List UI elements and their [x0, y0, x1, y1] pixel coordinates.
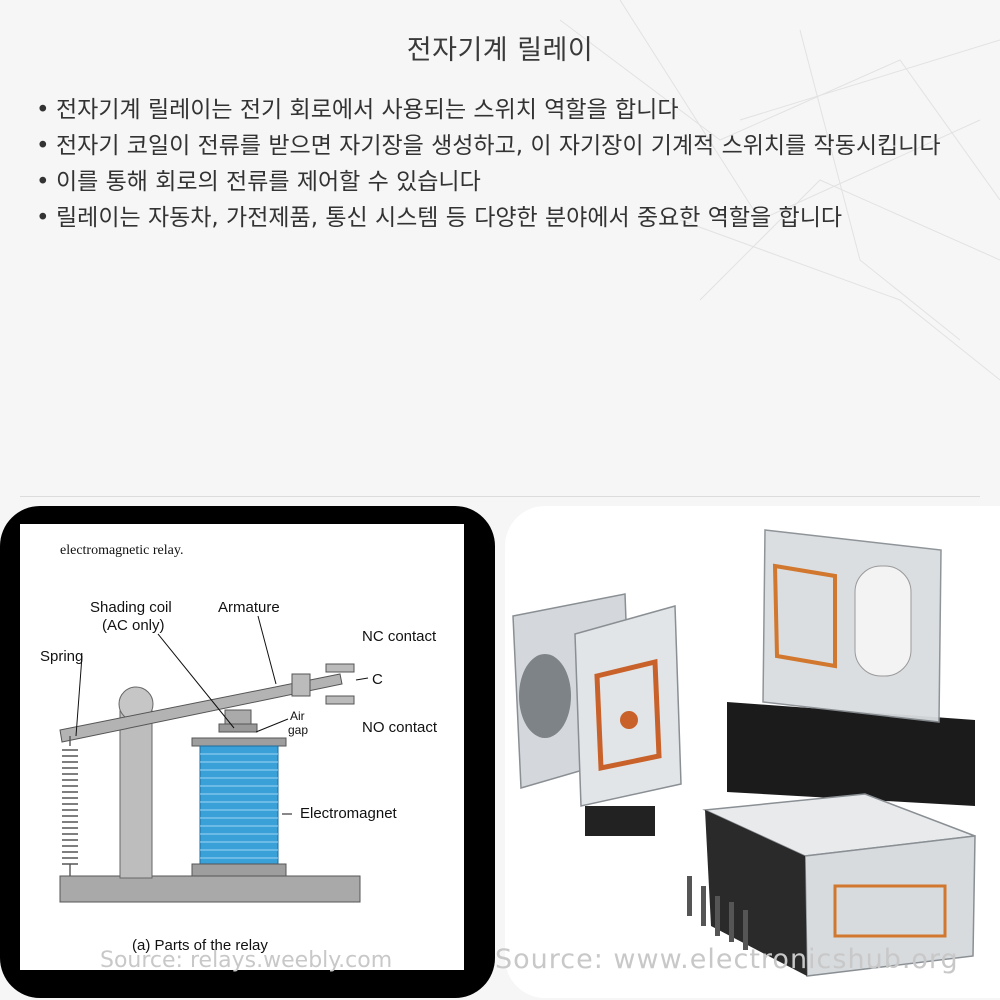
coil-top-flange [191, 737, 287, 747]
label-no-contact: NO contact [362, 719, 438, 736]
bullet-item: •전자기계 릴레이는 전기 회로에서 사용되는 스위치 역할을 합니다 [30, 96, 950, 124]
electromagnet-coil [199, 745, 279, 865]
page-title: 전자기계 릴레이 [406, 35, 594, 66]
label-spring: Spring [40, 648, 83, 665]
no-contact-plate [325, 695, 355, 705]
bullet-text: 전자기 코일이 전류를 받으면 자기장을 생성하고, 이 자기장이 기계적 스위… [56, 133, 941, 159]
relay-photo-svg [512, 529, 976, 977]
diagram-header: electromagnetic relay. [60, 543, 183, 558]
relay-left-pins [585, 806, 655, 836]
relay-base [59, 875, 361, 903]
leader-lines [75, 615, 369, 815]
nc-contact-plate [325, 663, 355, 673]
bullet-item: •릴레이는 자동차, 가전제품, 통신 시스템 등 다양한 분야에서 중요한 역… [30, 204, 950, 232]
relay-left-terminal [620, 711, 638, 729]
relay-photo-panel [505, 506, 1000, 998]
bullet-text: 전자기계 릴레이는 전기 회로에서 사용되는 스위치 역할을 합니다 [56, 97, 679, 123]
bullet-dot: • [36, 133, 50, 159]
relay-left-coil [519, 654, 571, 738]
armature-collar [291, 673, 311, 697]
diagram-caption: (a) Parts of the relay [132, 937, 268, 954]
relay-front [804, 835, 976, 977]
bullet-item: •이를 통해 회로의 전류를 제어할 수 있습니다 [30, 168, 950, 196]
label-c: C [372, 671, 383, 688]
relay-back-contacts [772, 563, 837, 669]
relay-diagram-canvas: electromagnetic relay. [20, 524, 464, 970]
shading-coil-ring [218, 723, 258, 733]
label-armature: Armature [218, 599, 280, 616]
coil-bottom-flange [191, 863, 287, 877]
bullet-list: •전자기계 릴레이는 전기 회로에서 사용되는 스위치 역할을 합니다 •전자기… [30, 96, 950, 240]
label-nc-contact: NC contact [362, 628, 437, 645]
bullet-dot: • [36, 97, 50, 123]
relay-back [762, 529, 942, 723]
label-shading-coil: Shading coil [90, 599, 172, 616]
bullet-text: 이를 통해 회로의 전류를 제어할 수 있습니다 [56, 169, 481, 195]
relay-left-contacts [594, 658, 662, 772]
bullet-item: •전자기 코일이 전류를 받으면 자기장을 생성하고, 이 자기장이 기계적 스… [30, 132, 950, 160]
label-air: Air [290, 709, 305, 723]
relay-diagram-svg: electromagnetic relay. [40, 543, 438, 954]
relay-front-contacts [833, 884, 947, 938]
label-electromagnet: Electromagnet [300, 805, 398, 822]
relay-diagram-panel: electromagnetic relay. [0, 506, 495, 998]
relay-front-pins [687, 876, 748, 950]
coil-windings [200, 753, 278, 859]
label-gap: gap [288, 723, 308, 737]
relay-back-coil [854, 565, 912, 677]
bullet-text: 릴레이는 자동차, 가전제품, 통신 시스템 등 다양한 분야에서 중요한 역할… [56, 205, 843, 231]
bullet-dot: • [36, 205, 50, 231]
bullet-dot: • [36, 169, 50, 195]
section-divider [20, 496, 980, 497]
source-left: Source: relays.weebly.com [100, 948, 393, 973]
spring-coil [62, 736, 78, 876]
background-network-lines [559, 0, 1000, 381]
source-right: Source: www.electronicshub.org [495, 944, 959, 975]
relay-left [574, 605, 682, 807]
label-ac-only: (AC only) [102, 617, 165, 634]
pivot-post [119, 701, 153, 879]
relay-socket [727, 702, 975, 806]
armature-arm [59, 673, 343, 743]
